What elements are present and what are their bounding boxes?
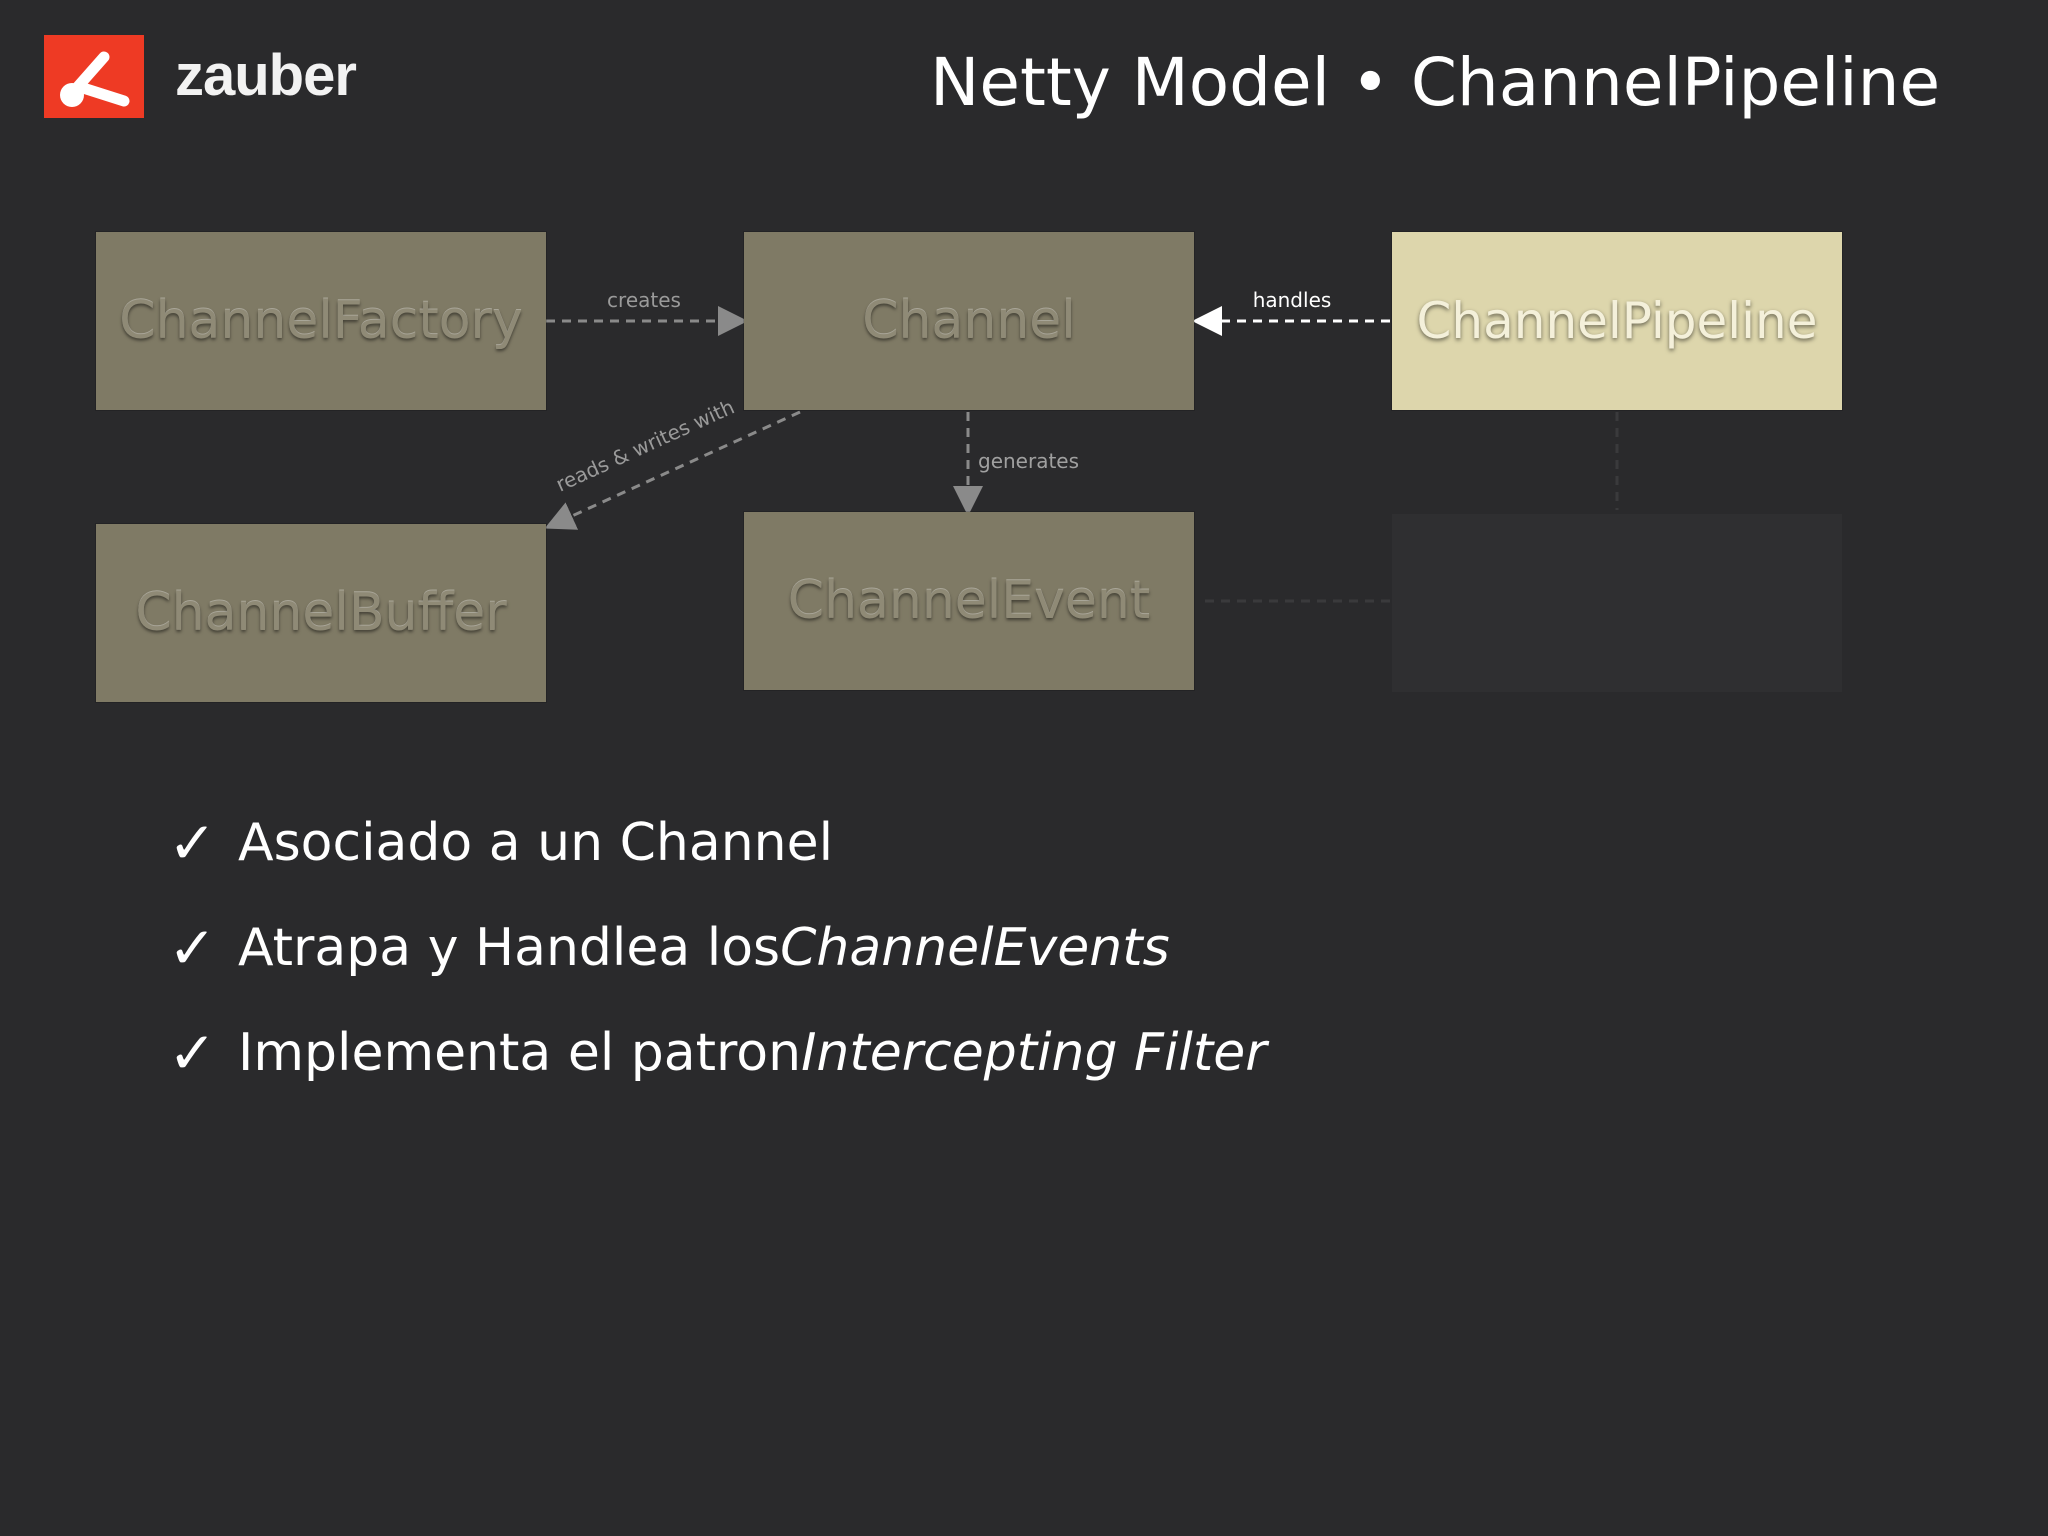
bullet-italic-text: Intercepting Filter — [801, 1022, 1267, 1083]
node-label-event: ChannelEvent — [787, 571, 1151, 631]
bullet-text: Atrapa y Handlea los — [238, 917, 781, 978]
node-hidden-placeholder — [1392, 514, 1842, 692]
node-label-channel: Channel — [862, 291, 1076, 351]
bullet-item: ✓ Atrapa y Handlea los ChannelEvents — [168, 895, 1267, 1000]
node-channel-factory: ChannelFactory — [96, 232, 546, 410]
edge-label-generates: generates — [978, 449, 1079, 473]
edge-label-reads-writes: reads & writes with — [552, 395, 738, 497]
bullet-list: ✓ Asociado a un Channel ✓ Atrapa y Handl… — [168, 790, 1267, 1105]
edge-label-handles: handles — [1253, 288, 1332, 312]
checkmark-icon: ✓ — [168, 1018, 217, 1087]
checkmark-icon: ✓ — [168, 913, 217, 982]
checkmark-icon: ✓ — [168, 808, 217, 877]
edge-label-creates: creates — [607, 288, 681, 312]
node-label-factory: ChannelFactory — [119, 291, 523, 351]
zauber-logo — [44, 35, 144, 118]
node-channel: Channel — [744, 232, 1194, 410]
brand-name: zauber — [175, 43, 357, 108]
bullet-item: ✓ Implementa el patron Intercepting Filt… — [168, 1000, 1267, 1105]
node-label-buffer: ChannelBuffer — [135, 583, 507, 643]
bullet-item: ✓ Asociado a un Channel — [168, 790, 1267, 895]
bullet-text: Implementa el patron — [238, 1022, 802, 1083]
logo-mark-icon — [60, 51, 130, 107]
bullet-text: Asociado a un Channel — [238, 812, 834, 873]
slide-title: Netty Model • ChannelPipeline — [930, 44, 1941, 121]
edge-reads-writes — [544, 410, 801, 530]
node-channel-event: ChannelEvent — [744, 512, 1194, 690]
node-label-pipeline: ChannelPipeline — [1416, 292, 1818, 350]
node-channel-buffer: ChannelBuffer — [96, 524, 546, 702]
node-channel-pipeline: ChannelPipeline — [1392, 232, 1842, 410]
bullet-italic-text: ChannelEvents — [780, 917, 1170, 978]
